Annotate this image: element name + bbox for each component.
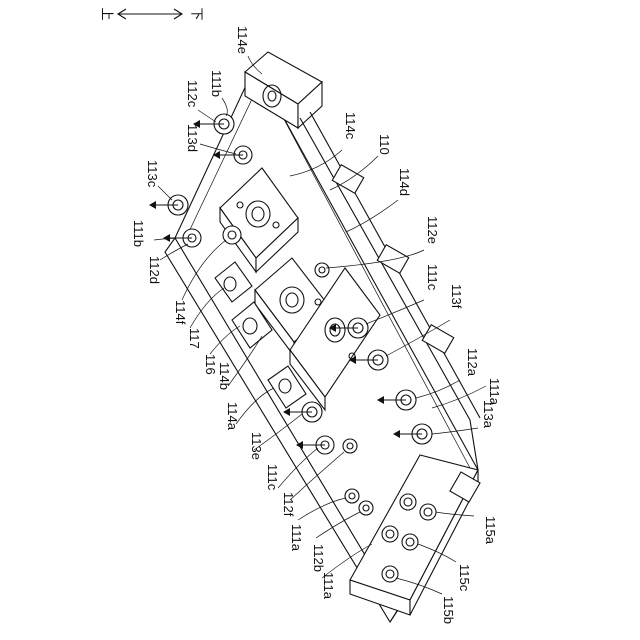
roller-111a-mid <box>345 489 359 503</box>
roller-112e <box>315 263 329 277</box>
label-114c: 114c <box>343 112 358 140</box>
label-113a: 113a <box>481 400 496 429</box>
label-113c: 113c <box>145 160 160 188</box>
label-114f: 114f <box>173 300 188 325</box>
label-114d: 114d <box>397 168 412 196</box>
label-113d: 113d <box>185 124 200 152</box>
label-113e: 113e <box>249 432 264 460</box>
label-111c-right: 111c <box>425 264 440 291</box>
roller-115a-2 <box>420 504 436 520</box>
roller-115a-1 <box>400 494 416 510</box>
orientation-left: 上 <box>100 7 115 20</box>
roller-115c-1 <box>382 526 398 542</box>
label-111b-left: 111b <box>131 220 146 247</box>
roller-112f <box>343 439 357 453</box>
label-111a-mid: 111a <box>289 524 304 552</box>
roller-114f <box>223 226 241 244</box>
roller-115b <box>382 566 398 582</box>
label-114e: 114e <box>235 26 250 54</box>
label-115c: 115c <box>457 564 472 592</box>
label-117: 117 <box>187 328 202 349</box>
label-114b: 114b <box>217 362 232 390</box>
label-115a: 115a <box>483 516 498 545</box>
label-114a: 114a <box>225 402 240 431</box>
label-111b-top: 111b <box>209 70 224 97</box>
label-112d: 112d <box>147 256 162 284</box>
label-112b: 112b <box>311 544 326 572</box>
label-116: 116 <box>203 354 218 375</box>
roller-112b <box>359 501 373 515</box>
label-110: 110 <box>377 134 392 155</box>
label-115b: 115b <box>441 596 456 624</box>
label-112c: 112c <box>185 80 200 108</box>
orientation-indicator: 上 下 <box>100 7 205 20</box>
orientation-right: 下 <box>190 7 205 20</box>
roller-115c-2 <box>402 534 418 550</box>
label-112e: 112e <box>425 216 440 244</box>
label-112a: 112a <box>465 348 480 377</box>
label-113f: 113f <box>449 284 464 309</box>
label-111c-left: 111c <box>265 464 280 491</box>
label-111a-bottom: 111a <box>321 572 336 600</box>
label-112f: 112f <box>281 492 296 517</box>
